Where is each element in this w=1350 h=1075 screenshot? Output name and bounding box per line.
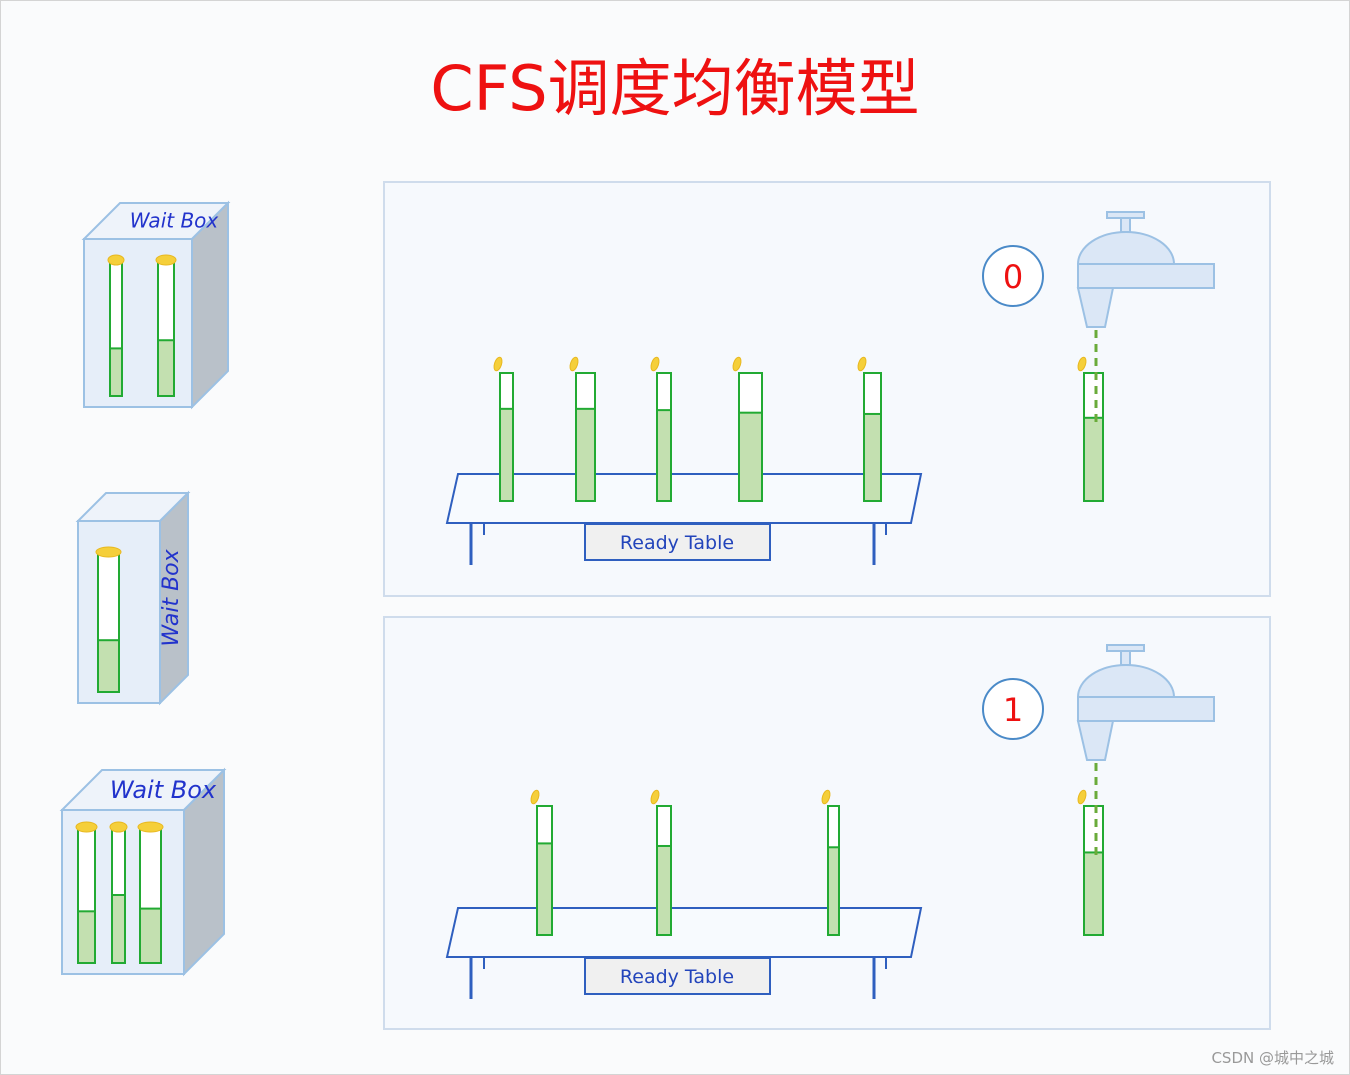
candle-top [155, 254, 177, 266]
candle-wax-level [139, 907, 162, 964]
tap-dome [1076, 664, 1176, 698]
candle [155, 254, 177, 397]
tap-nozzle [1076, 720, 1115, 761]
candle-wax-level [157, 339, 175, 397]
cpu-number-0: 0 [1003, 258, 1023, 296]
wait-box-2: Wait Box [75, 490, 191, 706]
flame-icon [650, 789, 660, 805]
candle [650, 356, 672, 502]
candle-wax-level [863, 412, 882, 502]
candle-wax-level [656, 844, 672, 936]
ready-candles-1 [530, 789, 840, 937]
candle [821, 789, 840, 937]
wait-box-label: Wait Box [130, 209, 219, 233]
candle-wax-level [738, 411, 763, 502]
ready-table-label-box [584, 523, 771, 561]
candle [137, 821, 164, 964]
flame-icon [857, 356, 867, 372]
running-candle-1 [1077, 763, 1104, 936]
tap-stem [1120, 650, 1131, 666]
candle [109, 821, 128, 964]
candle-wax-level [499, 407, 514, 502]
flame-icon [493, 356, 503, 372]
candle [857, 356, 882, 502]
table-top [445, 473, 923, 524]
wait-box-label: Wait Box [110, 776, 217, 804]
tap-spout [1077, 696, 1215, 722]
candle [569, 356, 596, 502]
candle [107, 254, 125, 397]
ready-candles-0 [493, 356, 882, 502]
candle-wax-level [1083, 851, 1104, 936]
flame-icon [569, 356, 579, 372]
wait-box-side-face [191, 200, 229, 410]
candle [1077, 789, 1104, 936]
tap-icon [1076, 211, 1215, 328]
candle-wax-level [827, 846, 840, 937]
candle [650, 789, 672, 936]
ready-table-1 [445, 907, 923, 999]
wait-box-3: Wait Box [59, 767, 227, 977]
flame-icon [821, 789, 831, 805]
ready-table-label: Ready Table [620, 966, 734, 988]
candle-wax-level [109, 347, 123, 397]
candle [530, 789, 553, 936]
wait-box-1: Wait Box [81, 200, 231, 410]
running-candle-0 [1077, 330, 1104, 502]
cpu-number-1: 1 [1003, 691, 1023, 729]
tap-spout [1077, 263, 1215, 289]
diagram-title: CFS调度均衡模型 [430, 52, 919, 125]
candle-wax-level [656, 409, 672, 502]
ready-table-label: Ready Table [620, 532, 734, 554]
wait-box-label: Wait Box [159, 548, 184, 646]
candle [732, 356, 763, 502]
flame-icon [650, 356, 660, 372]
cpu-panel-1: Ready Table 1 [383, 616, 1271, 1030]
candle [75, 821, 98, 965]
candle [493, 356, 514, 502]
candle-wax-level [575, 407, 596, 502]
cpu-badge-0 [982, 245, 1044, 307]
wait-box-front-face [83, 238, 193, 408]
flame-icon [1077, 356, 1087, 372]
candle-wax-level [77, 910, 96, 965]
candle-top [107, 254, 125, 266]
candle-top [75, 821, 98, 833]
candle [95, 546, 122, 694]
ready-table-label-box [584, 957, 771, 995]
flame-icon [1077, 789, 1087, 805]
cpu-badge-1 [982, 678, 1044, 740]
candle-wax-level [97, 639, 120, 694]
tap-dome [1076, 231, 1176, 265]
table-top [445, 907, 923, 958]
candle-wax-level [536, 842, 553, 936]
flame-icon [530, 789, 540, 805]
candle-wax-level [111, 894, 126, 964]
tap-stem [1120, 217, 1131, 233]
cpu-panel-0: Ready Table 0 [383, 181, 1271, 597]
ready-table-0 [445, 473, 923, 565]
candle [1077, 356, 1104, 502]
watermark: CSDN @城中之城 [1211, 1049, 1334, 1067]
candle-wax-level [1083, 416, 1104, 502]
candle-top [137, 821, 164, 833]
candle-top [95, 546, 122, 558]
tap-icon [1076, 644, 1215, 761]
tap-nozzle [1076, 287, 1115, 328]
flame-icon [732, 356, 742, 372]
candle-top [109, 821, 128, 833]
